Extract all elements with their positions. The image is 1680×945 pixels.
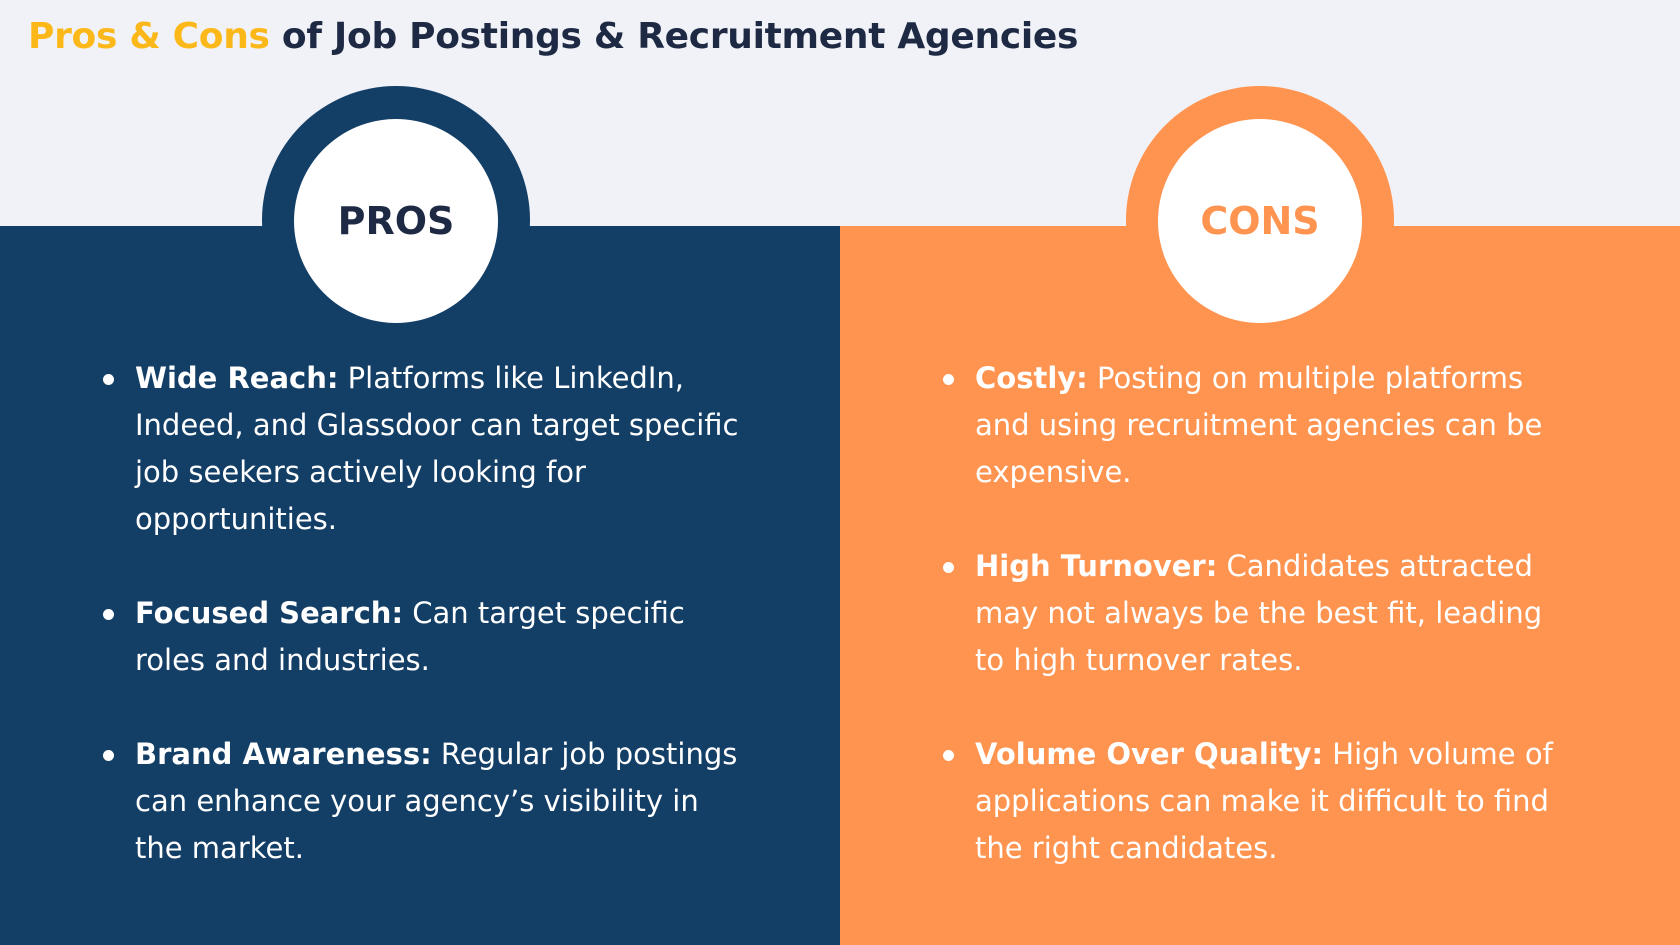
pros-badge-label: PROS xyxy=(337,199,455,243)
cons-item-term: Costly: xyxy=(975,361,1088,395)
cons-badge-label: CONS xyxy=(1200,199,1320,243)
title-rest: of Job Postings & Recruitment Agencies xyxy=(269,16,1079,57)
pros-item-text: Regular job postings can enhance your ag… xyxy=(135,737,738,865)
bullet-icon xyxy=(103,609,114,620)
pros-item: Focused Search: Can target specific role… xyxy=(100,590,740,684)
cons-item-text: Candidates attracted may not always be t… xyxy=(975,549,1543,677)
cons-item: Volume Over Quality: High volume of appl… xyxy=(940,731,1580,872)
pros-list: Wide Reach: Platforms like LinkedIn, Ind… xyxy=(100,355,740,872)
pros-item-term: Focused Search: xyxy=(135,596,404,630)
bullet-icon xyxy=(943,562,954,573)
cons-item-term: Volume Over Quality: xyxy=(975,737,1324,771)
cons-badge: CONS xyxy=(1158,119,1362,323)
cons-item: High Turnover: Candidates attracted may … xyxy=(940,543,1580,684)
cons-item: Costly: Posting on multiple platforms an… xyxy=(940,355,1580,496)
pros-item-term: Wide Reach: xyxy=(135,361,339,395)
cons-item-term: High Turnover: xyxy=(975,549,1218,583)
pros-item: Wide Reach: Platforms like LinkedIn, Ind… xyxy=(100,355,740,543)
cons-item-text: Posting on multiple platforms and using … xyxy=(975,361,1543,489)
title-highlight: Pros & Cons xyxy=(28,16,270,57)
bullet-icon xyxy=(103,750,114,761)
bullet-icon xyxy=(943,374,954,385)
pros-item-text: Platforms like LinkedIn, Indeed, and Gla… xyxy=(135,361,739,536)
pros-item: Brand Awareness: Regular job postings ca… xyxy=(100,731,740,872)
pros-item-text: Can target specific roles and industries… xyxy=(135,596,685,677)
cons-item-text: High volume of applications can make it … xyxy=(975,737,1553,865)
pros-item-term: Brand Awareness: xyxy=(135,737,432,771)
bullet-icon xyxy=(943,750,954,761)
bullet-icon xyxy=(103,374,114,385)
cons-list: Costly: Posting on multiple platforms an… xyxy=(940,355,1580,872)
pros-badge: PROS xyxy=(294,119,498,323)
page-title: Pros & Cons of Job Postings & Recruitmen… xyxy=(28,16,1078,57)
